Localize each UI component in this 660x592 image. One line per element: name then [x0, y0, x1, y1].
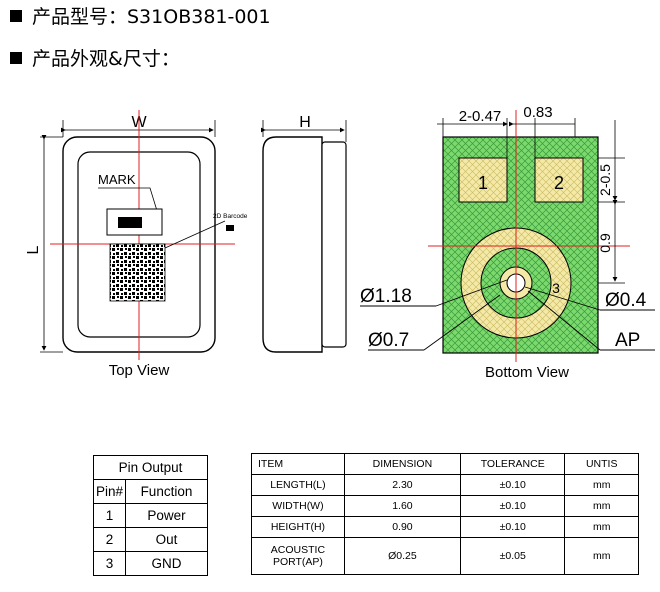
pad-1-label: 1 — [478, 173, 488, 193]
model-number-line: 产品型号：S31OB381-001 — [10, 5, 271, 29]
pin-number: 2 — [93, 527, 126, 552]
inner-diameter-label: Ø0.7 — [368, 330, 409, 351]
pin-number: 3 — [93, 551, 126, 576]
table-row: LENGTH(L) 2.30 ±0.10 mm — [251, 474, 639, 496]
qr-code-icon — [109, 243, 166, 302]
pin-output-table: Pin Output Pin# Function 1 Power 2 Out 3… — [93, 455, 209, 576]
bullet-square-icon — [10, 10, 22, 22]
bottom-view: 1 2 3 2-0.47 0.83 2-0.5 0.9 Ø1.18 Ø0.7 — [360, 104, 655, 381]
spec-item: LENGTH(L) — [251, 474, 345, 496]
mark-area — [106, 208, 163, 236]
table-row: 3 GND — [93, 551, 209, 576]
spec-header: ITEM — [251, 453, 345, 475]
acoustic-port-label: AP — [615, 330, 640, 351]
appearance-line: 产品外观&尺寸： — [10, 47, 180, 71]
spec-tolerance: ±0.05 — [459, 537, 566, 575]
table-row: ACOUSTIC PORT(AP) Ø0.25 ±0.05 mm — [251, 537, 639, 575]
table-row: 1 Power — [93, 503, 209, 528]
spec-tolerance: ±0.10 — [459, 474, 566, 496]
spec-tolerance: ±0.10 — [459, 495, 566, 517]
table-row: HEIGHT(H) 0.90 ±0.10 mm — [251, 516, 639, 538]
bullet-square-icon — [10, 52, 22, 64]
spec-dimension: 1.60 — [343, 495, 461, 517]
pad-2-label: 2 — [554, 173, 564, 193]
pin-table-header: Function — [124, 479, 209, 504]
mark-label: MARK — [98, 172, 136, 187]
table-row: WIDTH(W) 1.60 ±0.10 mm — [251, 495, 639, 517]
table-row: 2 Out — [93, 527, 209, 552]
pad-height-label: 2-0.5 — [597, 164, 613, 196]
top-view: W L MARK 2D Barcode Top View — [25, 110, 248, 379]
bottom-view-caption: Bottom View — [485, 364, 569, 381]
pin-table-header: Pin# — [93, 479, 126, 504]
barcode-label: 2D Barcode — [213, 213, 248, 220]
length-label: L — [25, 245, 42, 254]
pad-spacing-label: 2-0.47 — [459, 108, 502, 125]
outer-diameter-label: Ø1.18 — [360, 286, 412, 307]
appearance-text: 产品外观&尺寸： — [32, 48, 180, 70]
pad-3-label: 3 — [552, 280, 560, 296]
pin-function: GND — [124, 551, 209, 576]
top-view-caption: Top View — [109, 362, 170, 379]
spec-unit: mm — [564, 537, 639, 575]
pad-2 — [534, 157, 584, 203]
pad-gap-label: 0.83 — [523, 104, 552, 121]
spec-dimension: 2.30 — [343, 474, 461, 496]
pin-table-title: Pin Output — [93, 455, 208, 480]
technical-drawing: W L MARK 2D Barcode Top View H — [25, 104, 655, 381]
spec-unit: mm — [564, 495, 639, 517]
spec-dimension: 0.90 — [343, 516, 461, 538]
pad-offset-label: 0.9 — [597, 233, 613, 253]
height-label: H — [299, 114, 311, 131]
spec-item: ACOUSTIC PORT(AP) — [251, 537, 345, 575]
spec-unit: mm — [564, 516, 639, 538]
model-number-text: 产品型号：S31OB381-001 — [32, 6, 271, 28]
spec-header: UNTIS — [564, 453, 639, 475]
spec-header: DIMENSION — [343, 453, 461, 475]
pin-function: Out — [124, 527, 209, 552]
spec-header: TOLERANCE — [459, 453, 566, 475]
side-view: H — [261, 114, 347, 353]
spec-dimension: Ø0.25 — [343, 537, 461, 575]
spec-unit: mm — [564, 474, 639, 496]
pin-number: 1 — [93, 503, 126, 528]
hole-diameter-label: Ø0.4 — [605, 290, 647, 311]
dimension-spec-table: ITEM DIMENSION TOLERANCE UNTIS LENGTH(L)… — [251, 453, 639, 575]
spec-item: HEIGHT(H) — [251, 516, 345, 538]
spec-item: WIDTH(W) — [251, 495, 345, 517]
pin-function: Power — [124, 503, 209, 528]
pad-1 — [458, 157, 508, 203]
spec-tolerance: ±0.10 — [459, 516, 566, 538]
